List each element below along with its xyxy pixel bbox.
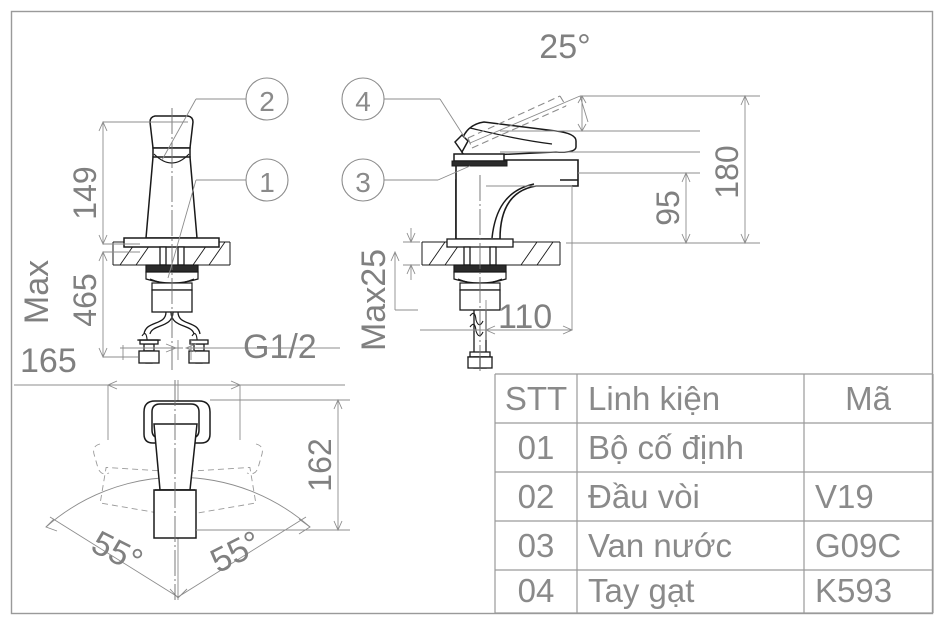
balloon-3-label: 3 <box>355 167 371 198</box>
dimension-162 <box>196 398 350 532</box>
table-row[interactable]: 02 Đầu vòi V19 <box>518 478 874 515</box>
dimension-max25-label: Max25 <box>355 249 393 351</box>
sheet-border <box>10 10 934 615</box>
table-row[interactable]: 04 Tay gạt K593 <box>518 572 892 609</box>
header-ma: Mã <box>845 380 891 417</box>
dimension-110 <box>420 185 574 340</box>
cell-part: Bộ cố định <box>588 429 744 466</box>
dimension-95 <box>578 171 700 245</box>
dimension-165-label: 165 <box>20 342 77 380</box>
thread-label-g12: G1/2 <box>243 328 317 366</box>
cell-code: V19 <box>815 478 874 515</box>
cell-code: G09C <box>815 527 901 564</box>
faucet-body-right <box>455 159 579 240</box>
balloon-2[interactable]: 2 <box>245 77 289 121</box>
plan-view: 165 162 55° 55° <box>14 342 350 600</box>
balloon-3[interactable]: 3 <box>341 158 385 202</box>
dimension-max25 <box>390 228 420 311</box>
balloon-1[interactable]: 1 <box>245 158 289 202</box>
cell-stt: 01 <box>518 429 555 466</box>
dimension-465 <box>98 250 140 359</box>
balloon-1-circle[interactable] <box>245 158 289 202</box>
dimension-25-degree <box>469 95 700 153</box>
hose-fittings-left <box>137 339 210 364</box>
lever-base-ring <box>451 160 508 167</box>
lever-crease <box>469 127 553 145</box>
balloon-4-label: 4 <box>355 86 371 117</box>
thread-callout-g12 <box>120 340 340 360</box>
dimension-149 <box>98 120 188 246</box>
balloon-3-circle[interactable] <box>341 158 385 202</box>
dimension-25-degree-label: 25° <box>539 28 590 66</box>
cell-stt: 03 <box>518 527 555 564</box>
parts-list-table: STT Linh kiện Mã 01 Bộ cố định 02 Đầu vò… <box>494 373 934 614</box>
balloon-2-circle[interactable] <box>245 77 289 121</box>
dimension-95-label: 95 <box>650 190 686 226</box>
leader-lines-right <box>384 98 471 181</box>
balloon-1-label: 1 <box>259 167 275 198</box>
table-row[interactable]: 01 Bộ cố định <box>518 429 744 466</box>
left-elevation-view: 149 465 Max G1/2 <box>18 98 340 370</box>
dimension-180-label: 180 <box>709 145 745 198</box>
cell-part: Van nước <box>588 527 732 564</box>
dimension-110-label: 110 <box>498 298 552 336</box>
swivel-arrowheads <box>45 518 311 599</box>
parts-table-grid <box>494 373 934 614</box>
leader-lines-left <box>161 98 246 279</box>
balloon-2-label: 2 <box>259 86 275 117</box>
cell-stt: 04 <box>518 572 555 609</box>
balloon-4-circle[interactable] <box>341 77 385 121</box>
faucet-pillar-body <box>123 115 220 248</box>
balloon-4[interactable]: 4 <box>341 77 385 121</box>
table-row[interactable]: 03 Van nước G09C <box>518 527 902 564</box>
cell-stt: 02 <box>518 478 555 515</box>
parts-table-header-row: STT Linh kiện Mã <box>505 380 892 417</box>
dimension-149-label: 149 <box>67 166 103 219</box>
dimension-165 <box>14 380 345 440</box>
header-linh-kien: Linh kiện <box>588 380 720 417</box>
dimension-162-label: 162 <box>302 438 338 491</box>
right-elevation-view: 25° 180 95 Max <box>355 28 760 372</box>
dimension-max-label: Max <box>18 260 56 324</box>
cell-part: Tay gạt <box>588 572 694 609</box>
cell-code: K593 <box>815 572 892 609</box>
cell-part: Đầu vòi <box>588 478 700 515</box>
dimension-465-label: 465 <box>67 273 103 326</box>
dimension-180 <box>566 94 760 245</box>
header-stt: STT <box>505 380 567 417</box>
